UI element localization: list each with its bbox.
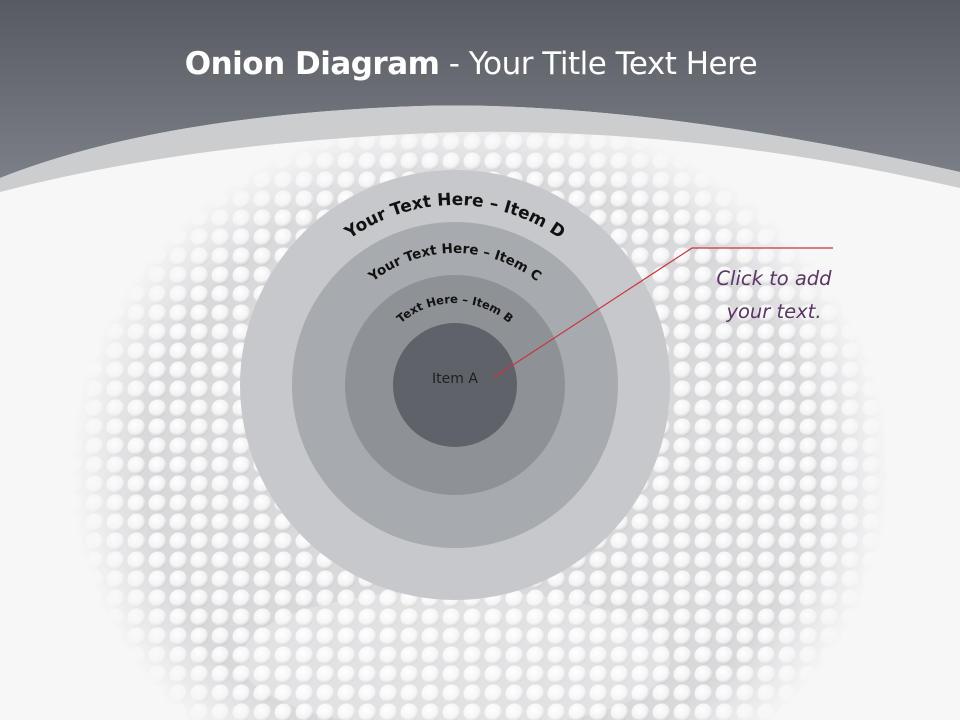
label-item-a: Item A [432, 371, 478, 387]
slide-title[interactable]: Onion Diagram - Your Title Text Here [0, 46, 942, 82]
header-band [0, 0, 960, 178]
title-subtitle: - Your Title Text Here [439, 46, 758, 82]
callout-text-placeholder[interactable]: Click to add your text. [716, 267, 832, 323]
callout-line [492, 247, 833, 379]
circle-item-a[interactable] [393, 323, 517, 447]
title-main: Onion Diagram [184, 46, 440, 82]
curved-band [0, 105, 960, 192]
